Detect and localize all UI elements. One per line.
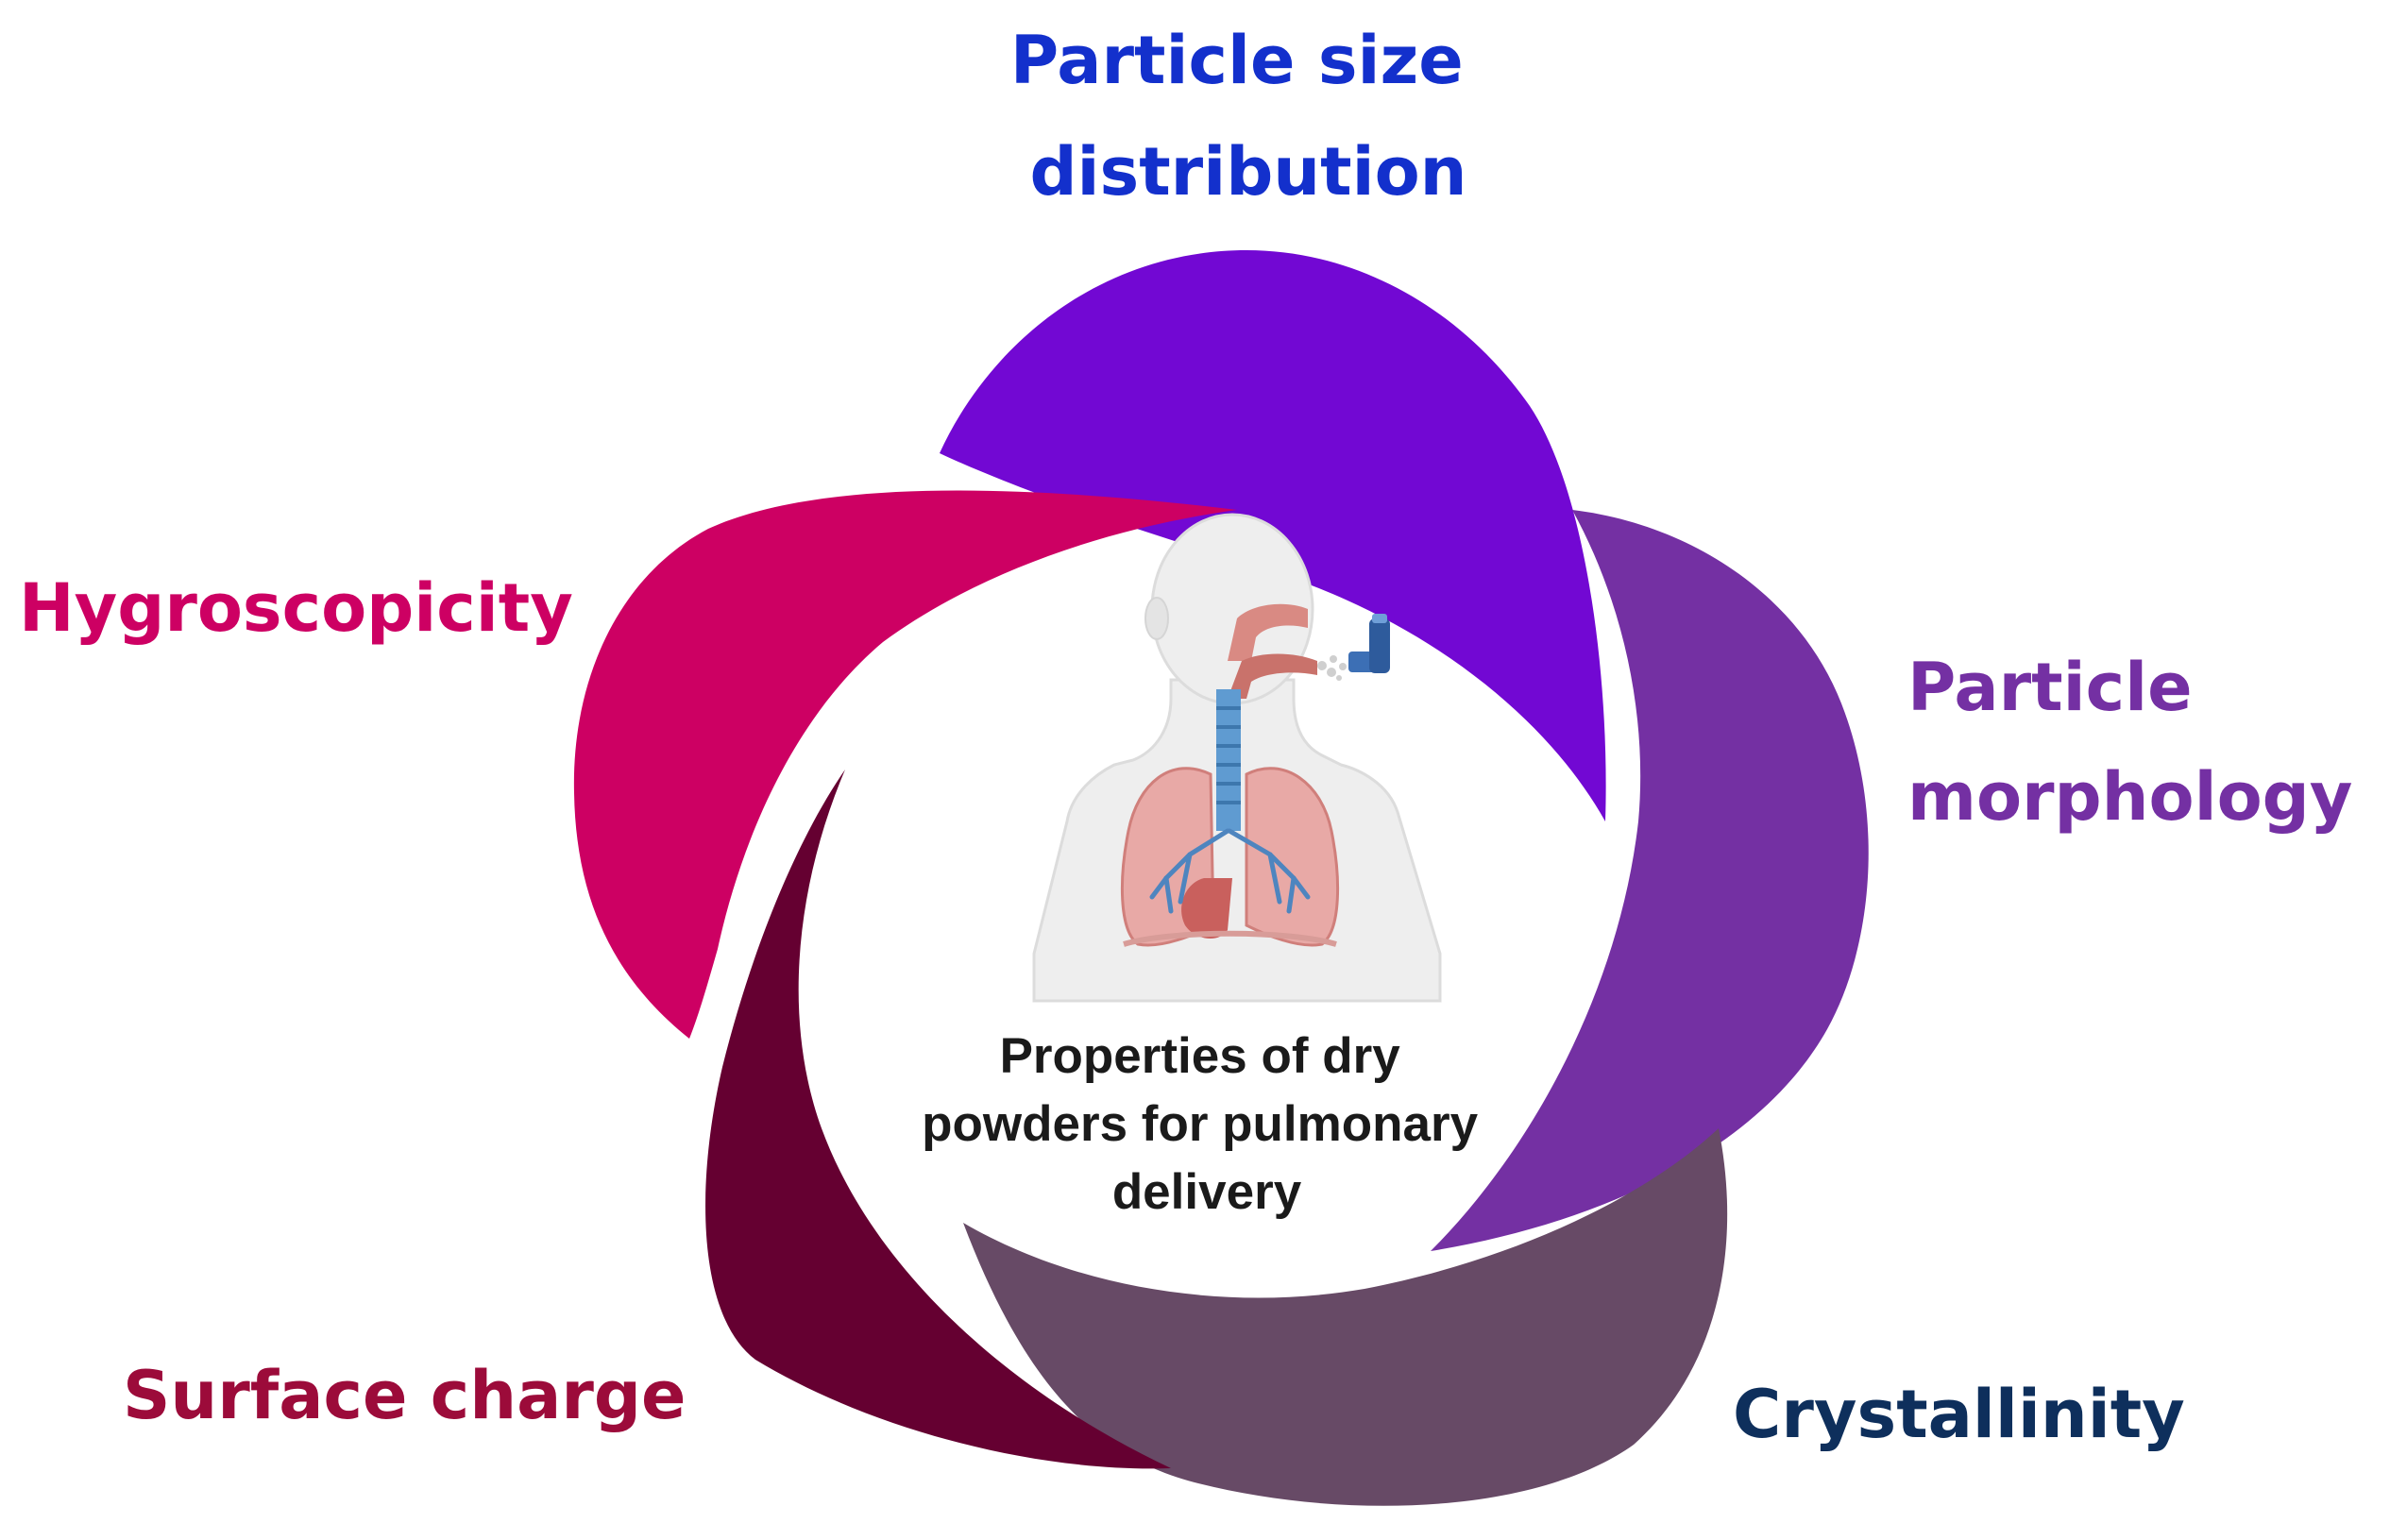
petal-crystallinity: [963, 1128, 1728, 1506]
label-particle-morphology: Particle morphology: [1907, 649, 2352, 836]
label-crystallinity-line-1: Crystallinity: [1733, 1376, 2185, 1453]
trachea-rings: [1216, 706, 1241, 804]
bronchi: [1149, 828, 1311, 914]
center-title-line-1: Properties of dry: [1000, 1028, 1401, 1084]
segment-labels: Particle size distribution Particle morp…: [19, 22, 2352, 1453]
heart: [1181, 878, 1232, 939]
right-lung: [1245, 767, 1340, 947]
label-particle-size-line-1: Particle size: [1010, 22, 1464, 99]
petal-particle-morphology: [1431, 510, 1869, 1251]
inhaled-particles: [1317, 655, 1347, 681]
label-surface-charge: Surface charge: [123, 1357, 686, 1434]
center-title-line-2: powders for pulmonary: [922, 1096, 1478, 1152]
diaphragm: [1123, 930, 1337, 947]
label-particle-morphology-line-1: Particle: [1907, 649, 2193, 726]
label-hygroscopicity: Hygroscopicity: [19, 569, 573, 647]
label-hygroscopicity-line-1: Hygroscopicity: [19, 569, 573, 647]
label-particle-size-line-2: distribution: [1029, 133, 1466, 211]
petal-hygroscopicity: [573, 490, 1237, 1039]
center-title: Properties of dry powders for pulmonary …: [922, 1028, 1492, 1220]
label-particle-morphology-line-2: morphology: [1907, 758, 2352, 836]
label-particle-size: Particle size distribution: [1010, 22, 1486, 211]
respiratory-illustration: [1032, 513, 1442, 1003]
mouth-cavity: [1228, 653, 1317, 699]
inhaler-icon: [1348, 614, 1390, 673]
trachea: [1216, 689, 1241, 831]
ear: [1144, 597, 1169, 640]
nasal-cavity: [1228, 603, 1308, 661]
label-crystallinity: Crystallinity: [1733, 1376, 2185, 1453]
center-title-line-3: delivery: [1112, 1164, 1302, 1220]
label-surface-charge-line-1: Surface charge: [123, 1357, 686, 1434]
petal-surface-charge: [705, 770, 1171, 1469]
